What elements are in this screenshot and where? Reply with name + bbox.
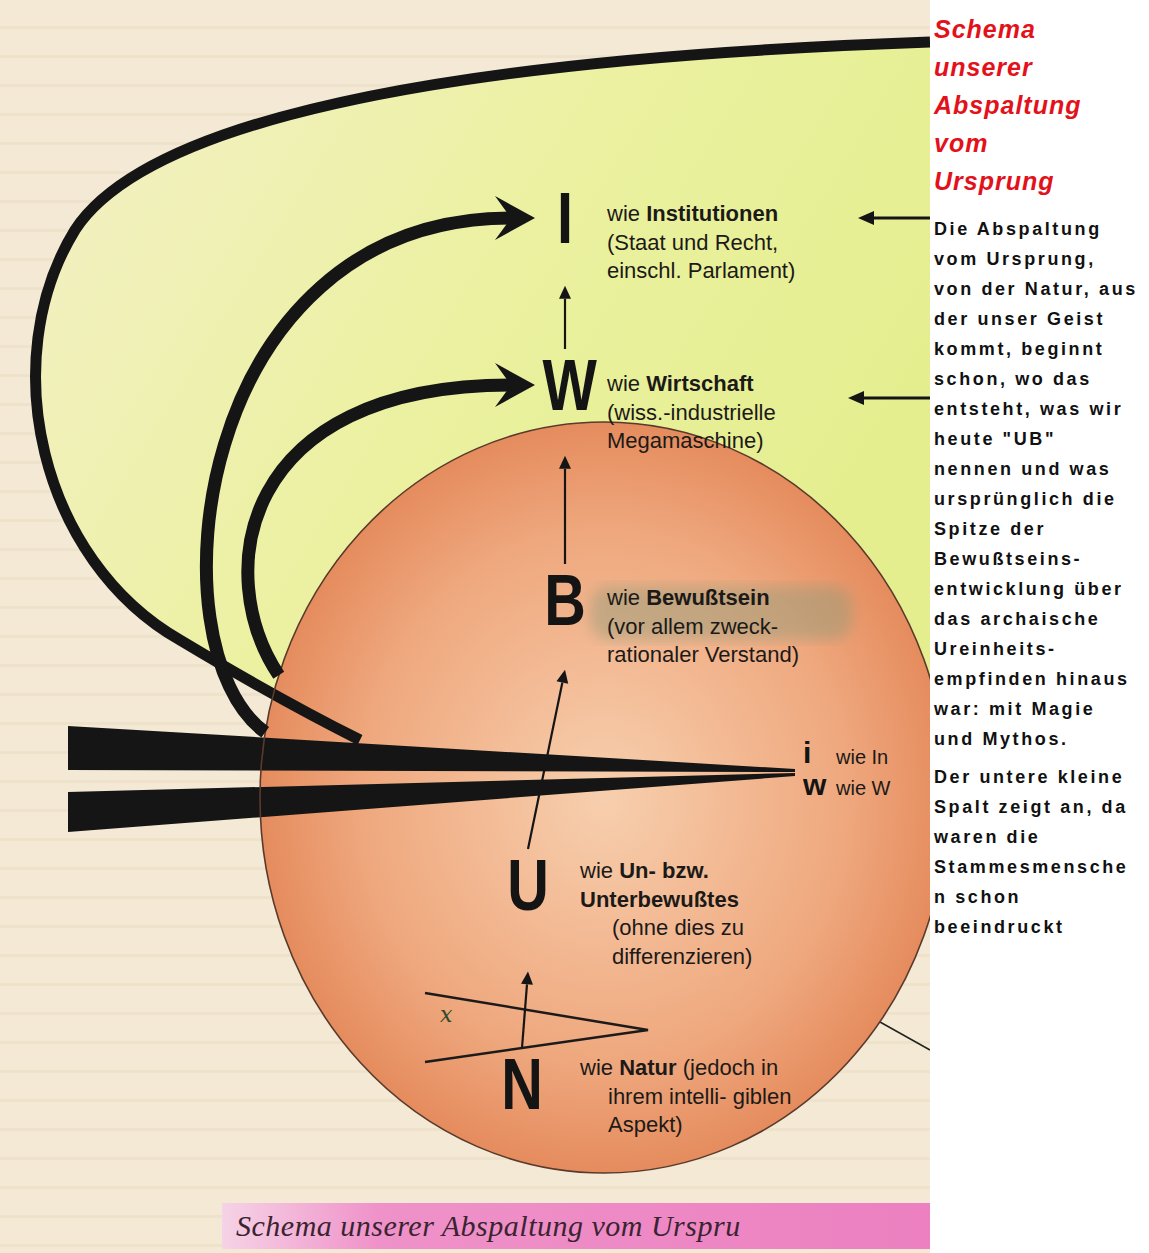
level-text: wieNatur(jedoch in ihrem intelli- giblen… xyxy=(580,1054,803,1140)
keyword: Wirtschaft xyxy=(646,371,753,396)
level-detail: (wiss.-industrielle Megamaschine) xyxy=(607,399,857,456)
circle-label: w xyxy=(803,770,826,800)
level-arrow xyxy=(564,469,566,564)
prefix-word: wie xyxy=(607,371,640,396)
explanation: (wiss.-industrielle Megamaschine) xyxy=(607,400,776,454)
circle-label: wie W xyxy=(836,776,890,800)
pointer-head xyxy=(858,211,874,225)
level-detail: (vor allem zweck- rationaler Verstand) xyxy=(607,613,857,670)
level-arrow xyxy=(522,984,527,1048)
level-detail: (ohne dies zu differenzieren) xyxy=(612,914,777,971)
arrow-connector xyxy=(248,363,535,675)
text-column: Schema unserer Abspaltung vom UrsprungDi… xyxy=(930,0,1149,1253)
diagram-node: NwieNatur(jedoch in ihrem intelli- gible… xyxy=(494,1048,803,1140)
leader-line xyxy=(880,1022,930,1050)
curved-arrow xyxy=(248,385,511,675)
split-wedge xyxy=(68,773,795,832)
explanation: (Staat und Recht, einschl. Parlament) xyxy=(607,230,795,284)
explanation: (ohne dies zu differenzieren) xyxy=(612,915,752,969)
curved-arrow xyxy=(206,218,511,732)
diagram-node: UwieUn- bzw. Unterbewußtes(ohne dies zu … xyxy=(500,849,777,971)
level-heading: wieUn- bzw. Unterbewußtes xyxy=(580,857,745,914)
circle-outline xyxy=(260,422,948,1173)
level-letter: W xyxy=(543,349,588,421)
pointer-arrow xyxy=(862,397,930,400)
arrow-connector xyxy=(528,670,568,849)
pointer-head xyxy=(848,391,864,405)
level-heading: wieNatur(jedoch in ihrem intelli- giblen… xyxy=(580,1054,803,1140)
circle-node: iwie Inwwie WBwieBewußtsein(vor allem zw… xyxy=(258,420,950,1175)
prefix-word: wie xyxy=(607,585,640,610)
level-text: wieWirtschaft(wiss.-industrielle Megamas… xyxy=(607,370,857,456)
explanation: (vor allem zweck- rationaler Verstand) xyxy=(607,614,799,668)
body-paragraph: Die Abspaltung vom Ursprung, von der Nat… xyxy=(934,214,1139,754)
pointer-arrow xyxy=(872,217,930,220)
arrow-connector xyxy=(521,971,533,1048)
keyword: Institutionen xyxy=(646,201,778,226)
circle-label: i xyxy=(803,738,811,768)
body-paragraph: Der untere kleine Spalt zeigt an, da war… xyxy=(934,762,1139,942)
arrow-head xyxy=(556,670,568,684)
sketch-mark: x xyxy=(440,1003,452,1027)
level-heading: wieBewußtsein xyxy=(607,584,857,613)
prefix-word: wie xyxy=(580,858,613,883)
arrow-connector xyxy=(559,286,571,349)
level-heading: wieInstitutionen xyxy=(607,200,857,229)
level-letter: B xyxy=(543,564,588,636)
level-text: wieInstitutionen(Staat und Recht, einsch… xyxy=(607,200,857,286)
arrow-head xyxy=(559,286,571,299)
diagram-node: BwieBewußtsein(vor allem zweck- rational… xyxy=(537,564,857,670)
prefix-word: wie xyxy=(580,1055,613,1080)
level-letter: U xyxy=(506,849,551,921)
arrow-head xyxy=(559,456,571,469)
outer-loop xyxy=(36,42,930,740)
level-text: wieUn- bzw. Unterbewußtes(ohne dies zu d… xyxy=(580,857,777,971)
keyword: Bewußtsein xyxy=(646,585,769,610)
level-arrow xyxy=(528,683,562,849)
caption-text: Schema unserer Abspaltung vom Urspru xyxy=(222,1203,741,1249)
level-letter: N xyxy=(500,1048,545,1120)
level-detail: (Staat und Recht, einschl. Parlament) xyxy=(607,229,857,286)
caption-band: Schema unserer Abspaltung vom Urspru xyxy=(222,1203,930,1249)
arrow-connector xyxy=(559,456,571,564)
level-heading: wieWirtschaft xyxy=(607,370,857,399)
text-body: Die Abspaltung vom Ursprung, von der Nat… xyxy=(934,214,1139,942)
diagram-node: IwieInstitutionen(Staat und Recht, einsc… xyxy=(537,182,857,286)
split-wedge xyxy=(68,726,795,772)
level-arrow xyxy=(564,299,566,349)
diagram-node: WwieWirtschaft(wiss.-industrielle Megama… xyxy=(537,349,857,456)
arrow-connector xyxy=(206,196,535,732)
figure-title: Schema unserer Abspaltung vom Ursprung xyxy=(934,10,1094,200)
keyword: Natur xyxy=(619,1055,676,1080)
level-text: wieBewußtsein(vor allem zweck- rationale… xyxy=(607,584,857,670)
circle-label: wie In xyxy=(836,745,888,769)
arrow-head xyxy=(521,971,533,984)
level-letter: I xyxy=(543,182,588,254)
prefix-word: wie xyxy=(607,201,640,226)
